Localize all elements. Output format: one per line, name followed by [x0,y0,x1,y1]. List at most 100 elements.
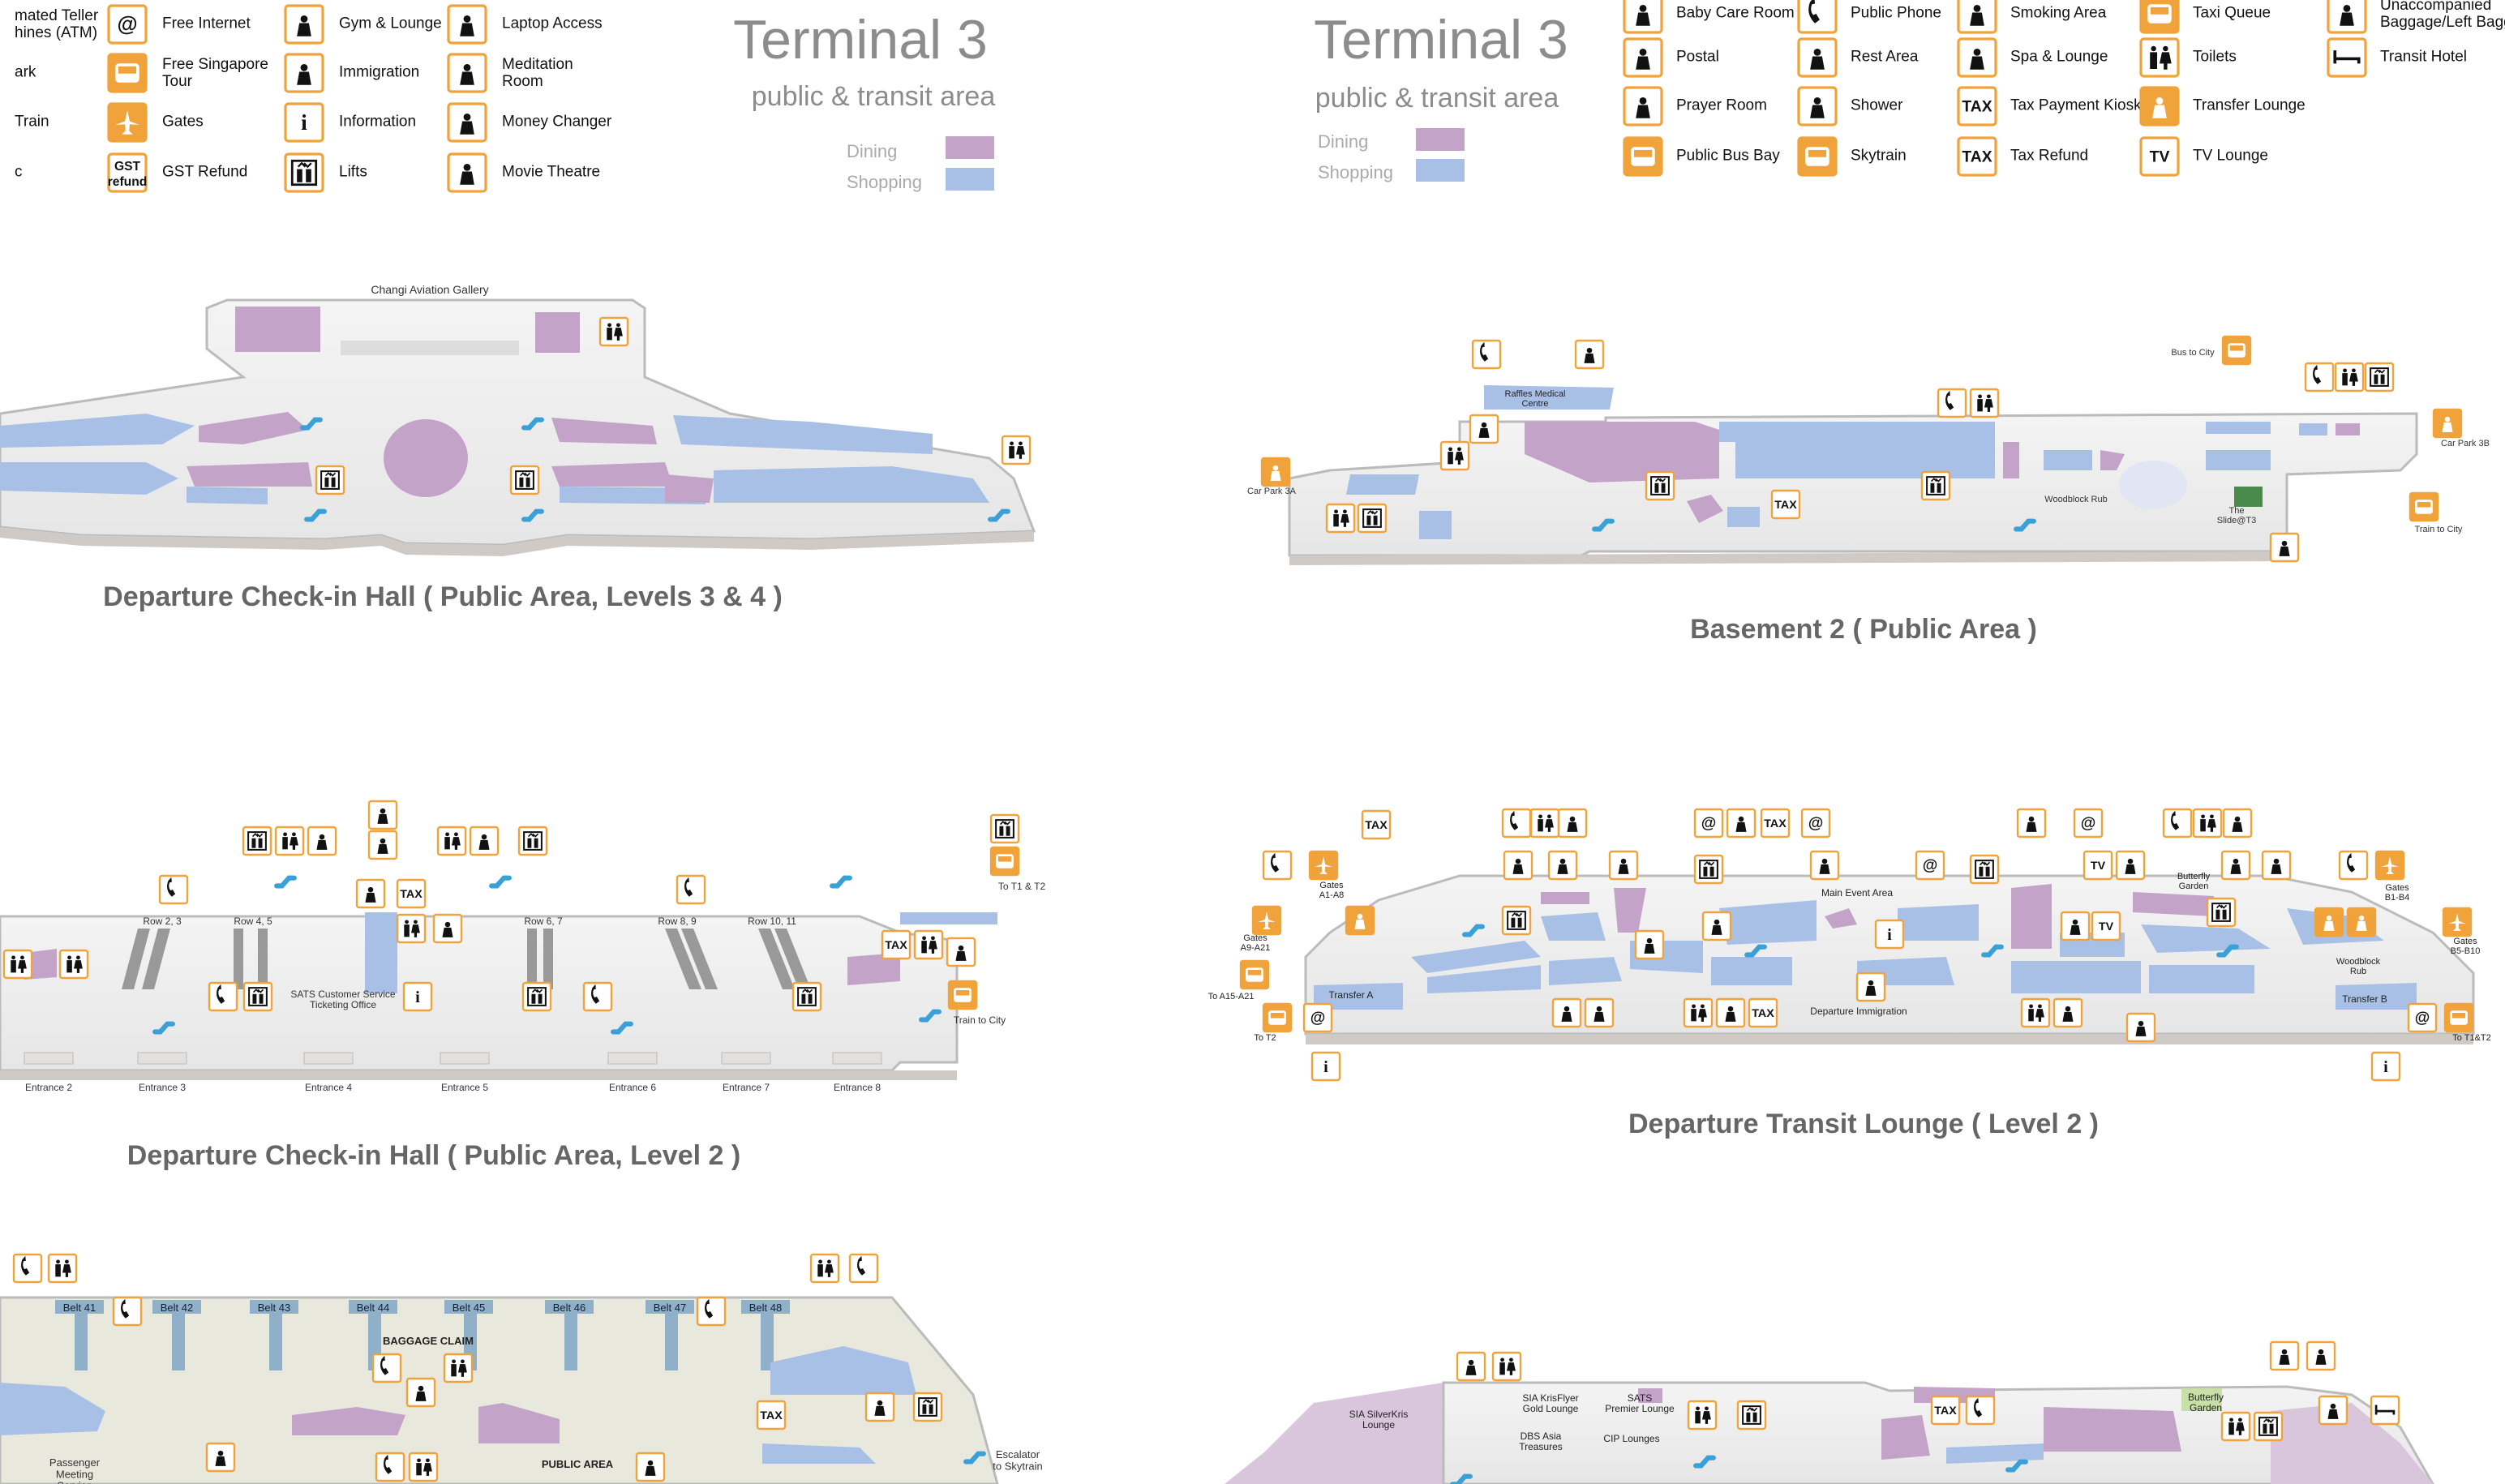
at-glyph: @ [1701,815,1717,832]
person-glyph [2152,105,2167,118]
toilet-glyph [1448,447,1452,452]
passenger-meeting-text: Passenger [49,1456,101,1469]
dining-area [1614,888,1646,933]
car-park-icon [2432,408,2463,439]
shopping-area [187,487,268,504]
phone-glyph [1480,341,1489,362]
gates-a9-text: Gates [1243,933,1268,943]
legend-item-label: Gym & Lounge [339,15,442,32]
baggage-belt [55,1300,104,1370]
lift-icon [1969,854,2000,885]
icon-frame [1736,1400,1767,1430]
legend-item-label: Taxi Queue [2193,4,2271,21]
lift-glyph [252,993,257,1004]
person-glyph [2065,1006,2071,1012]
icon-frame [274,826,305,856]
tax-kiosk-icon: TAX [1957,86,1997,127]
left-legend-shopping-swatch [946,168,994,191]
dining-area [235,307,320,352]
escalator-icon [300,417,323,431]
tour-bus-icon [107,53,148,93]
toilet-glyph [452,837,461,850]
cip-lounges-label: CIP Lounges [1603,1433,1659,1444]
entrance-label: Entrance 8 [834,1082,881,1093]
label-line: Meeting [56,1468,93,1480]
lift-glyph [2370,367,2389,387]
toilet-glyph [417,1458,421,1463]
row-label: Row 10, 11 [748,916,796,927]
lift-glyph [2269,1423,2274,1434]
plane-glyph [1315,856,1332,874]
postal-icon [367,800,398,830]
to-t1-t2-label: To T1&T2 [2452,1033,2491,1043]
toilet-glyph [2150,52,2158,69]
icon-frame [436,826,467,856]
icon-frame [1930,1395,1961,1426]
legend-label-line: Spa & Lounge [2010,48,2108,65]
escalator-glyph [1450,1473,1473,1484]
gates-b5-text: Gates [2453,937,2477,946]
lift-glyph [1742,1405,1761,1425]
legend-label-line: ark [15,63,36,80]
person-glyph [460,121,474,135]
label-line: Centre [1521,399,1548,409]
lift-glyph [1699,860,1718,879]
toilet-glyph [461,1359,465,1364]
baby-care-icon [2052,997,2083,1028]
person-glyph [1357,913,1363,920]
person-glyph [1596,1006,1602,1012]
phone-glyph [380,1355,389,1375]
map-checkin-levels-3-4: Changi Aviation Gallery Departure Check-… [0,283,1036,612]
legend-item-label: Tax Payment Kiosk [2010,97,2142,114]
row-label: Row 2, 3 [143,916,182,927]
label-line: Treasures [1519,1441,1563,1452]
vehicle-glyph [1808,149,1827,157]
lift-glyph [1650,476,1670,495]
icon-frame [1969,388,2000,418]
left-legend-dining-label: Dining [847,141,897,161]
bed-glyph [2333,50,2361,64]
lift-glyph [1362,508,1382,528]
at-glyph: @ [2081,815,2096,832]
person-glyph [2271,864,2282,874]
lift-glyph [523,831,543,851]
shopping-area [2044,450,2092,470]
at-icon: @ [1693,808,1724,839]
woodblock-rub-label: Woodblock Rub [2044,495,2107,504]
toilet-icon [913,929,944,960]
person-glyph [1557,864,1568,874]
label-line: A1-A8 [1319,890,1345,900]
rest-icon [1726,808,1757,839]
lift-glyph [1975,860,1994,879]
toilet-glyph [818,1259,822,1264]
spa-icon [1957,37,1997,78]
icon-frame [2370,1051,2401,1082]
icon-glyph-text: GST [114,160,141,174]
toilet-icon [443,1353,474,1383]
toilet-glyph [2342,373,2348,386]
phone-glyph [121,1298,130,1319]
legend-label-line: Toilets [2193,48,2237,65]
escalator-icon [274,875,297,889]
toilet-glyph [1009,446,1014,459]
phone-icon [375,1452,405,1482]
legend-item: Public Bus Bay [1623,136,1780,177]
lift-glyph [531,989,543,993]
legend-label-line: Skytrain [1851,147,1907,164]
icon-frame [375,1452,405,1482]
person-glyph [2026,821,2037,832]
person-glyph [1970,12,1984,26]
entrance-door [607,1052,658,1065]
person-glyph [2234,816,2241,822]
transfer-a-label: Transfer A [1329,989,1374,1001]
lift-icon [791,981,822,1012]
icon-frame [12,1253,43,1284]
car-park-3a-label: Car Park 3A [1247,487,1297,496]
toilet-glyph [1695,1411,1701,1424]
bed-icon [2327,37,2367,78]
baggage-belt [444,1300,493,1370]
